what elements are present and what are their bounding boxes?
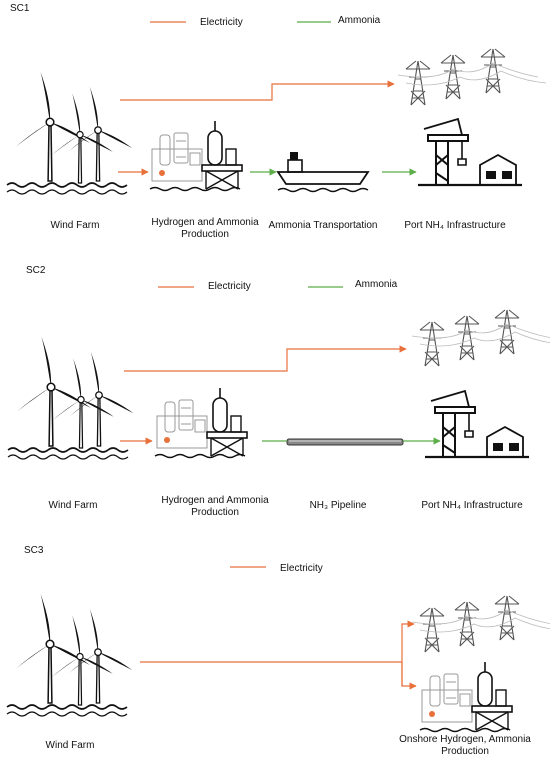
sc2-wind-farm-icon (8, 337, 133, 459)
sc2-power-grid-icon (412, 310, 550, 366)
sc1-ship-icon (277, 151, 369, 193)
sc3-wind-farm-label: Wind Farm (45, 740, 95, 751)
sc1-power-grid-icon (398, 49, 546, 105)
sc3-wind-farm-icon (7, 594, 132, 716)
sc1-transport-label: Ammonia Transportation (268, 220, 378, 231)
sc1-production-label: Hydrogen and Ammonia Production (151, 217, 259, 240)
sc3-label: SC3 (24, 545, 44, 556)
sc2-legend-ammonia-label: Ammonia (355, 279, 398, 290)
sc2-wind-farm-label: Wind Farm (48, 500, 98, 511)
sc1-wind-farm-icon (7, 72, 132, 194)
sc3-onshore-plant-icon (419, 661, 513, 733)
sc3-power-grid-icon (412, 596, 550, 652)
sc1-port-label: Port NH₄ Infrastructure (404, 220, 506, 231)
sc3-electricity-production-arrow (401, 662, 417, 690)
sc2-legend-electricity-label: Electricity (208, 281, 251, 292)
sc1-electricity-grid-arrow (120, 80, 395, 101)
sc2-pipeline-icon (286, 438, 404, 446)
sc1-wind-farm-label: Wind Farm (50, 220, 100, 231)
sc3-onshore-label: Onshore Hydrogen, Ammonia Production (399, 734, 531, 757)
sc2-port-label: Port NH₄ Infrastructure (421, 500, 523, 511)
sc2-electricity-grid-arrow (124, 345, 407, 372)
sc2-port-icon (423, 389, 531, 459)
sc2-production-label: Hydrogen and Ammonia Production (161, 495, 269, 518)
sc2-pipeline-label: NH₃ Pipeline (309, 500, 367, 511)
sc1-legend-ammonia-label: Ammonia (338, 15, 381, 26)
sc1-legend-electricity-label: Electricity (200, 17, 243, 28)
sc3-electricity-grid-arrow (401, 620, 415, 686)
sc3-legend-electricity-label: Electricity (280, 563, 323, 574)
sc1-label: SC1 (10, 3, 30, 14)
sc1-production-plant-icon (149, 120, 243, 192)
sc1-port-icon (416, 117, 524, 187)
sc2-production-plant-icon (154, 387, 248, 459)
sc2-label: SC2 (26, 265, 46, 276)
